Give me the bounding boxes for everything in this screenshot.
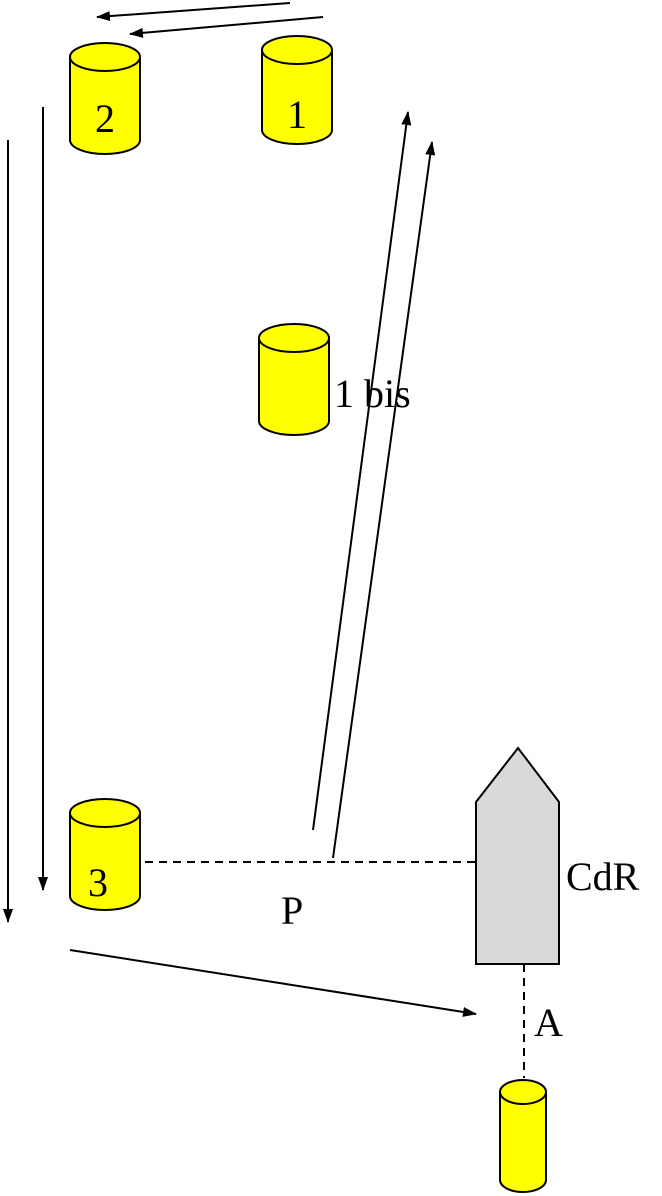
- committee-boat: [475, 746, 560, 965]
- pin-label: P: [281, 888, 303, 933]
- buoy-3: 3: [69, 798, 141, 911]
- buoy-1-label: 1: [287, 92, 307, 137]
- arrow-top-upper: [96, 2, 291, 22]
- point-a-label: A: [534, 1000, 563, 1045]
- buoy-2-label: 2: [95, 96, 115, 141]
- arrow-diagonal-left: [312, 111, 412, 831]
- buoy-1: 1: [261, 35, 333, 145]
- buoy-2: 2: [69, 42, 141, 155]
- arrow-diagonal-right: [332, 141, 436, 859]
- buoy-1-bis: [258, 323, 330, 436]
- buoy-3-label: 3: [88, 860, 108, 905]
- buoy-1-bis-label: 1 bis: [334, 371, 411, 416]
- arrow-bottom: [69, 949, 477, 1017]
- buoy-bottom: [499, 1079, 547, 1193]
- committee-boat-label: CdR: [566, 854, 640, 899]
- arrow-top-lower: [129, 16, 324, 38]
